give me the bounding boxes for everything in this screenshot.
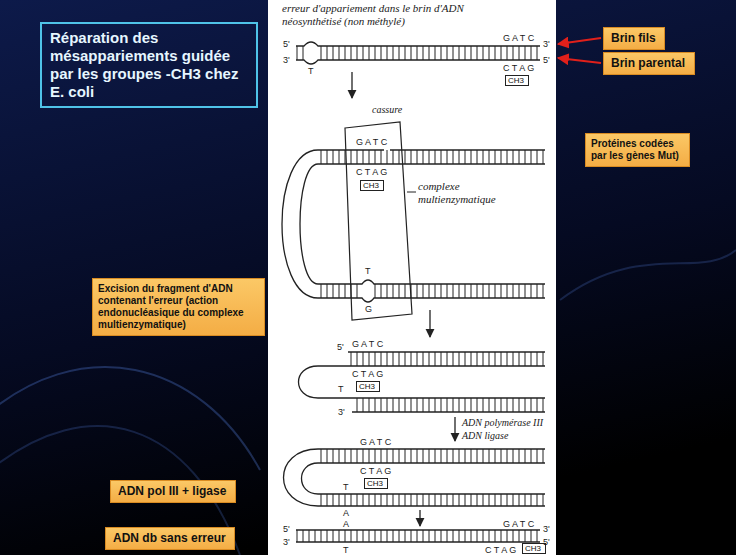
box-text: CH3	[367, 479, 385, 488]
step-arrow	[351, 72, 352, 98]
callout-box: Brin parental	[603, 52, 695, 75]
base-pairs	[352, 398, 545, 412]
box-text: Brin fils	[611, 31, 657, 46]
methyl-tag: CH3	[356, 381, 380, 392]
base-letter: T	[343, 482, 349, 492]
base-sequence: C T A G	[356, 167, 387, 177]
base-pairs	[296, 46, 304, 60]
strand-end: 5'	[337, 342, 344, 352]
background-swirl	[0, 426, 240, 555]
scan-panel	[268, 0, 556, 555]
dna-strand	[318, 298, 545, 302]
strand-end: 5'	[283, 39, 290, 49]
handwritten-note: erreur d'appariement dans le brin d'ADN …	[282, 2, 497, 28]
methyl-tag: CH3	[505, 75, 529, 86]
base-letter: A	[343, 519, 349, 529]
box-text: ADN pol III + ligase	[118, 484, 228, 499]
base-pairs	[348, 352, 545, 366]
strand-end: 3'	[283, 537, 290, 547]
callout-box: Brin fils	[603, 27, 665, 50]
base-sequence: C T A G	[503, 63, 534, 73]
callout-box: ADN pol III + ligase	[110, 480, 236, 503]
step-arrow	[419, 510, 420, 526]
base-pairs	[318, 449, 545, 463]
leader-line	[407, 192, 416, 193]
box-text: Excision du fragment d'ADN contenant l'e…	[98, 283, 258, 331]
base-letter: T	[338, 384, 344, 394]
background-swirl	[0, 367, 260, 470]
base-letter: G	[365, 304, 372, 314]
base-letter: T	[343, 545, 349, 555]
dna-loop	[300, 164, 318, 284]
box-text: CH3	[359, 382, 377, 391]
strand-end: 3'	[283, 55, 290, 65]
base-letter: T	[308, 66, 314, 76]
methyl-tag: CH3	[522, 543, 546, 554]
base-pairs	[374, 284, 545, 298]
callout-box: ADN db sans erreur	[105, 527, 235, 550]
handwritten-note: ADN polymérase III	[462, 417, 543, 429]
methyl-tag: CH3	[364, 478, 388, 489]
strand-end: 3'	[543, 39, 550, 49]
dna-strand	[318, 280, 545, 284]
box-text: CH3	[525, 544, 543, 553]
box-text: CH3	[363, 181, 381, 190]
enzyme-complex-outline	[345, 122, 412, 320]
base-sequence: C T A G	[360, 466, 391, 476]
handwritten-note: complexe multienzymatique	[418, 180, 513, 206]
base-sequence: G A T C	[352, 339, 383, 349]
base-pairs	[318, 284, 362, 298]
box-text: ADN db sans erreur	[113, 531, 227, 546]
box-text: CH3	[508, 76, 526, 85]
pointer-arrow	[558, 58, 601, 63]
handwritten-note: ADN ligase	[462, 430, 508, 442]
methyl-tag: CH3	[360, 180, 384, 191]
dna-loop	[284, 449, 319, 506]
base-sequence: G A T C	[360, 437, 391, 447]
handwritten-note: cassure	[372, 104, 402, 116]
pointer-arrow	[558, 38, 601, 44]
base-sequence: G A T C	[356, 137, 387, 147]
step-arrow	[454, 417, 455, 441]
dna-loop	[282, 150, 318, 298]
callout-box: Excision du fragment d'ADN contenant l'e…	[92, 278, 265, 336]
base-sequence: C T A G	[352, 369, 383, 379]
base-pairs	[318, 494, 545, 506]
dna-strand	[299, 366, 546, 398]
base-pairs	[318, 150, 545, 164]
background-swirl	[560, 250, 736, 300]
box-text: Brin parental	[611, 56, 687, 71]
base-sequence: C T A G	[485, 545, 516, 555]
strand-end: 5'	[543, 55, 550, 65]
slide-title: Réparation des mésappariements guidée pa…	[40, 22, 258, 108]
base-letter: A	[343, 508, 349, 518]
strand-end: 3'	[338, 407, 345, 417]
callout-box: Protéines codées par les gènes Mut)	[585, 133, 690, 167]
dna-loop	[302, 463, 319, 494]
box-text: Protéines codées par les gènes Mut)	[591, 138, 683, 162]
step-arrow	[429, 310, 430, 337]
strand-end: 5'	[283, 524, 290, 534]
strand-end: 5'	[543, 537, 550, 547]
base-sequence: G A T C	[503, 519, 534, 529]
strand-end: 3'	[543, 524, 550, 534]
base-pairs	[296, 530, 540, 542]
base-letter: T	[365, 266, 371, 276]
base-pairs	[318, 46, 540, 60]
base-sequence: G A T C	[503, 33, 534, 43]
